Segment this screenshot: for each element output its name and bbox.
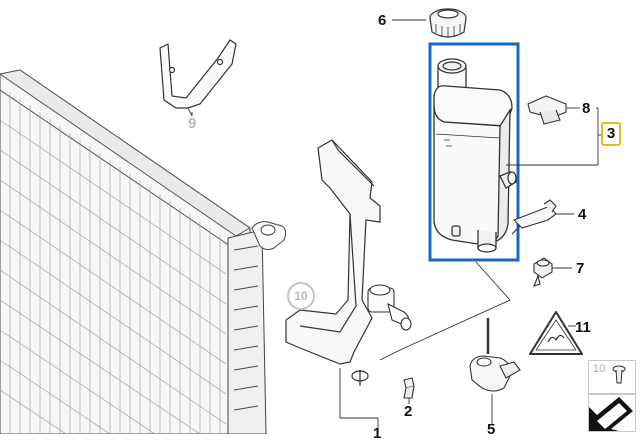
callout-10: 10 bbox=[294, 289, 308, 303]
selection-frame bbox=[428, 42, 520, 262]
arrow-icon bbox=[589, 397, 633, 431]
callout-8: 8 bbox=[582, 100, 591, 117]
warning-triangle-11 bbox=[529, 311, 583, 355]
hose-connector bbox=[367, 284, 412, 331]
screw-7 bbox=[533, 257, 553, 287]
rivet-icon bbox=[612, 365, 626, 384]
navigation-arrow-panel[interactable] bbox=[588, 394, 636, 432]
reference-panel: 10 bbox=[588, 360, 636, 394]
expansion-tank-cap-6 bbox=[429, 8, 467, 38]
radiator bbox=[0, 69, 251, 434]
reference-panel-number: 10 bbox=[593, 363, 606, 375]
radiator-side-tank bbox=[227, 221, 287, 434]
radiator-fins bbox=[0, 92, 227, 434]
highlighted-callout-3[interactable]: 3 bbox=[601, 122, 621, 146]
callout-2: 2 bbox=[404, 403, 413, 420]
mounting-bracket-10 bbox=[285, 139, 381, 386]
callout-7: 7 bbox=[576, 260, 585, 277]
leader-lines bbox=[191, 19, 602, 430]
expanding-rivet-2 bbox=[403, 377, 415, 399]
temperature-sensor-5 bbox=[469, 318, 521, 392]
callout-6: 6 bbox=[378, 12, 387, 29]
expansion-tank bbox=[433, 58, 517, 253]
callout-4: 4 bbox=[578, 206, 587, 223]
bracket-9 bbox=[159, 39, 237, 117]
callout-10-circle: 10 bbox=[287, 282, 315, 310]
callout-9: 9 bbox=[188, 115, 197, 132]
mounting-clip-8 bbox=[527, 95, 567, 125]
callout-11: 11 bbox=[575, 319, 591, 336]
callout-5: 5 bbox=[487, 421, 496, 438]
callout-3: 3 bbox=[606, 125, 616, 142]
